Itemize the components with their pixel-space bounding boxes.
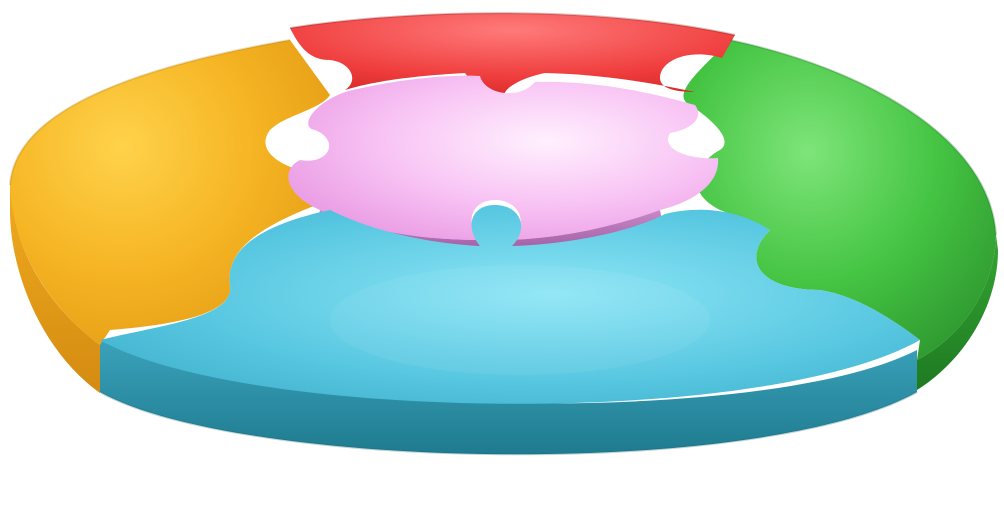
red-piece [290, 13, 735, 98]
blue-piece-highlight [330, 265, 710, 375]
